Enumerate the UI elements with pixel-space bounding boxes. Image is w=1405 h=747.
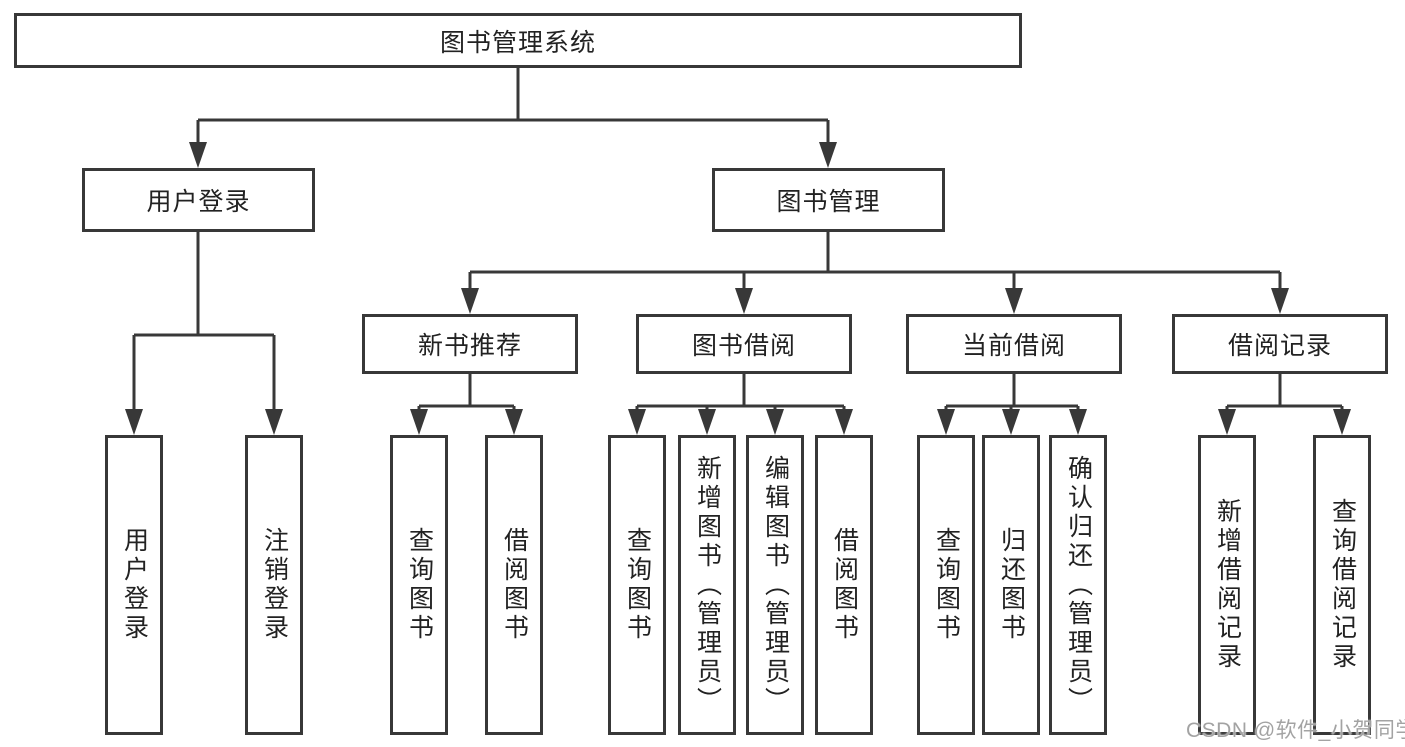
- leaf-recommend-borrow-book-label: 借阅图书: [500, 527, 529, 643]
- leaf-borrow-add-book-admin: 新增图书（管理员）: [678, 435, 736, 735]
- connector-book-management-children: [461, 232, 1289, 314]
- csdn-watermark: CSDN @软件_小贺同学: [1186, 719, 1405, 742]
- leaf-current-confirm-return-admin: 确认归还（管理员）: [1049, 435, 1107, 735]
- leaf-current-return-book: 归还图书: [982, 435, 1040, 735]
- leaf-current-confirm-return-admin-label: 确认归还（管理员）: [1064, 454, 1093, 716]
- node-new-book-recommend: 新书推荐: [362, 314, 578, 374]
- connector-book-borrow-children: [628, 374, 853, 435]
- connector-root-to-level2: [189, 68, 837, 168]
- connector-user-login-children: [125, 232, 283, 435]
- leaf-records-query-record: 查询借阅记录: [1313, 435, 1371, 735]
- leaf-records-query-record-label: 查询借阅记录: [1328, 498, 1357, 672]
- node-borrow-records: 借阅记录: [1172, 314, 1388, 374]
- leaf-user-login: 用户登录: [105, 435, 163, 735]
- leaf-records-add-record-label: 新增借阅记录: [1213, 498, 1242, 672]
- node-new-book-recommend-label: 新书推荐: [417, 332, 522, 360]
- leaf-borrow-add-book-admin-label: 新增图书（管理员）: [693, 454, 722, 716]
- leaf-logout-label: 注销登录: [260, 527, 289, 643]
- connector-borrow-records-children: [1218, 374, 1351, 435]
- node-book-management-label: 图书管理: [776, 188, 881, 216]
- leaf-user-login-label: 用户登录: [120, 527, 149, 643]
- leaf-borrow-query-book: 查询图书: [608, 435, 666, 735]
- node-current-borrow: 当前借阅: [906, 314, 1122, 374]
- node-user-login-label: 用户登录: [146, 188, 251, 216]
- leaf-records-add-record: 新增借阅记录: [1198, 435, 1256, 735]
- leaf-borrow-edit-book-admin: 编辑图书（管理员）: [746, 435, 804, 735]
- leaf-borrow-query-book-label: 查询图书: [623, 527, 652, 643]
- leaf-borrow-edit-book-admin-label: 编辑图书（管理员）: [761, 454, 790, 716]
- leaf-current-return-book-label: 归还图书: [997, 527, 1026, 643]
- node-book-borrow: 图书借阅: [636, 314, 852, 374]
- node-root-label: 图书管理系统: [439, 28, 596, 57]
- node-book-management: 图书管理: [712, 168, 945, 232]
- node-current-borrow-label: 当前借阅: [961, 332, 1066, 360]
- node-book-borrow-label: 图书借阅: [691, 332, 796, 360]
- leaf-recommend-query-book-label: 查询图书: [405, 527, 434, 643]
- leaf-logout: 注销登录: [245, 435, 303, 735]
- leaf-current-query-book: 查询图书: [917, 435, 975, 735]
- leaf-current-query-book-label: 查询图书: [932, 527, 961, 643]
- leaf-borrow-borrow-book: 借阅图书: [815, 435, 873, 735]
- node-user-login: 用户登录: [82, 168, 315, 232]
- connector-current-borrow-children: [937, 374, 1087, 435]
- node-borrow-records-label: 借阅记录: [1227, 332, 1332, 360]
- leaf-borrow-borrow-book-label: 借阅图书: [830, 527, 859, 643]
- leaf-recommend-query-book: 查询图书: [390, 435, 448, 735]
- connector-new-book-recommend-children: [410, 374, 523, 435]
- node-root: 图书管理系统: [14, 13, 1022, 68]
- leaf-recommend-borrow-book: 借阅图书: [485, 435, 543, 735]
